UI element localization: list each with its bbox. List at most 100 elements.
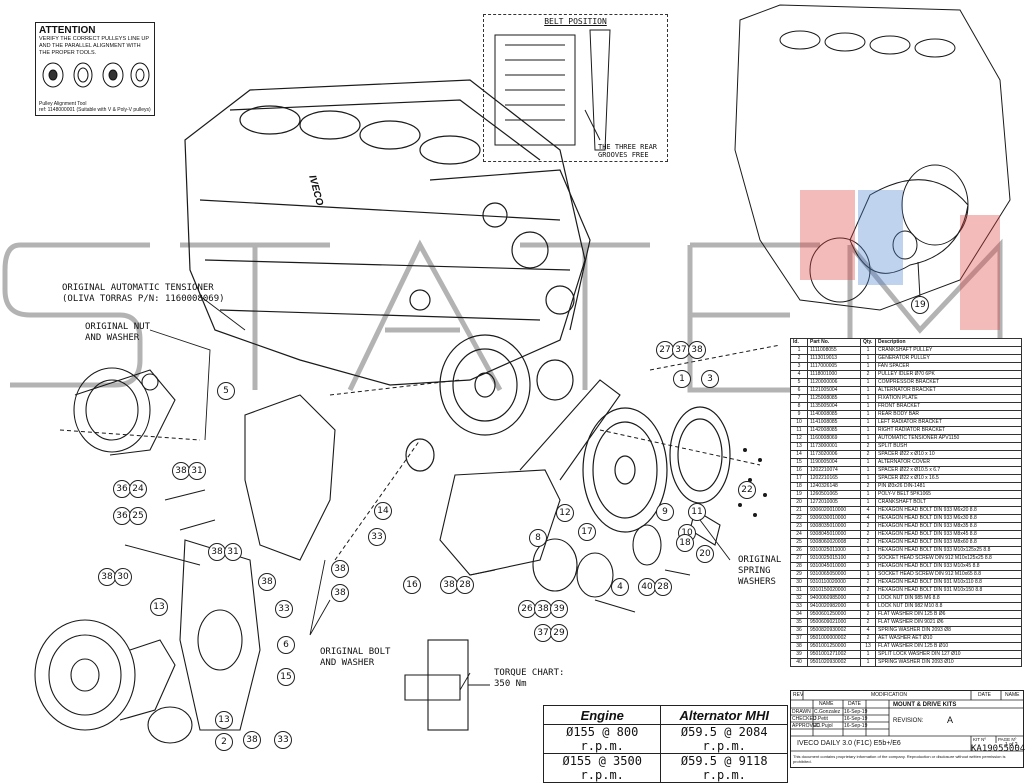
part-qty-cell: 1 [860, 410, 876, 419]
col-qty: Qty. [860, 338, 876, 347]
callout-12: 12 [556, 504, 574, 522]
part-qty-cell: 2 [860, 530, 876, 539]
callout-30: 30 [114, 568, 132, 586]
engine-block [184, 79, 591, 386]
callout-25: 25 [129, 507, 147, 525]
part-id-cell: 36 [790, 626, 808, 635]
part-number-cell: 9501020930002 [807, 658, 861, 667]
part-number-cell: 9306020010000 [807, 506, 861, 515]
part-number-cell: 9400060985000 [807, 594, 861, 603]
part-id-cell: 23 [790, 522, 808, 531]
part-qty-cell: 1 [860, 362, 876, 371]
callout-1: 1 [673, 370, 691, 388]
part-description-cell: HEXAGON HEAD BOLT DIN 931 M10x150 8.8 [875, 586, 1022, 595]
part-qty-cell: 1 [860, 378, 876, 387]
part-description-cell: SPLIT BUSH [875, 442, 1022, 451]
name-col-label: NAME [819, 701, 834, 707]
part-number-cell: 1173000001 [807, 442, 861, 451]
part-qty-cell: 1 [860, 434, 876, 443]
part-number-cell: 9501000000002 [807, 634, 861, 643]
page-label: PAGE Nº [998, 737, 1017, 742]
speed-cell: Ø59.5 @ 9118 r.p.m. [660, 753, 788, 783]
callout-13: 13 [150, 598, 168, 616]
part-description-cell: GENERATOR PULLEY [875, 354, 1022, 363]
part-description-cell: LEFT RADIATOR BRACKET [875, 418, 1022, 427]
callout-28: 28 [654, 578, 672, 596]
rev-label: REV [793, 692, 804, 698]
part-description-cell: SOCKET HEAD SCREW DIN 912 M10x65 8.8 [875, 570, 1022, 579]
part-qty-cell: 1 [860, 394, 876, 403]
spring-washers-note: ORIGINAL SPRING WASHERS [738, 555, 782, 587]
part-number-cell: 1202210165 [807, 474, 861, 483]
part-description-cell: HEXAGON HEAD BOLT DIN 933 M10x125x25 8.8 [875, 546, 1022, 555]
part-qty-cell: 2 [860, 586, 876, 595]
part-qty-cell: 6 [860, 602, 876, 611]
brackets [179, 379, 621, 731]
speed-cell: Ø155 @ 800 r.p.m. [542, 724, 662, 754]
callout-9: 9 [656, 503, 674, 521]
part-id-cell: 7 [790, 394, 808, 403]
callout-13: 13 [215, 711, 233, 729]
part-id-cell: 37 [790, 634, 808, 643]
belt-position-title: BELT POSITION [544, 17, 607, 26]
part-number-cell: 1240326148 [807, 482, 861, 491]
part-description-cell: SPACER Ø22 x Ø10 x 16.5 [875, 474, 1022, 483]
callout-38: 38 [331, 560, 349, 578]
part-number-cell: 9308035010000 [807, 522, 861, 531]
part-number-cell: 9310065050000 [807, 570, 861, 579]
part-number-cell: 9310045010000 [807, 562, 861, 571]
part-qty-cell: 1 [860, 546, 876, 555]
callout-38: 38 [208, 543, 226, 561]
category-label: MOUNT & DRIVE KITS [893, 702, 957, 708]
part-description-cell: HEXAGON HEAD BOLT DIN 931 M10x110 8.8 [875, 578, 1022, 587]
part-id-cell: 39 [790, 650, 808, 659]
assembled-view-highlight [800, 190, 1000, 330]
callout-3: 3 [701, 370, 719, 388]
name-label: NAME [1005, 692, 1020, 698]
part-qty-cell: 3 [860, 562, 876, 571]
part-number-cell: 1173020006 [807, 450, 861, 459]
part-qty-cell: 1 [860, 402, 876, 411]
drawn-label: DRAWN [792, 709, 811, 715]
part-description-cell: CRANKSHAFT BOLT [875, 498, 1022, 507]
callout-39: 39 [550, 600, 568, 618]
part-description-cell: PULLEY IDLER Ø70 6PK [875, 370, 1022, 379]
part-id-cell: 8 [790, 402, 808, 411]
part-qty-cell: 2 [860, 442, 876, 451]
revision-value: A [947, 715, 954, 725]
date-label: DATE [978, 692, 991, 698]
callout-33: 33 [275, 600, 293, 618]
tensioner-note: ORIGINAL AUTOMATIC TENSIONER (OLIVA TORR… [62, 283, 225, 304]
callout-11: 11 [688, 503, 706, 521]
part-description-cell: PIN Ø3x26 DIN-1481 [875, 482, 1022, 491]
part-description-cell: FLAT WASHER DIN 125 B Ø6 [875, 610, 1022, 619]
part-number-cell: 1120000006 [807, 378, 861, 387]
tool-caption: Pulley Alignment Tool [39, 101, 87, 107]
callout-14: 14 [374, 502, 392, 520]
part-number-cell: 9310025011000 [807, 546, 861, 555]
part-number-cell: 1142008085 [807, 426, 861, 435]
part-qty-cell: 1 [860, 418, 876, 427]
part-id-cell: 32 [790, 594, 808, 603]
part-number-cell: 1118001000 [807, 370, 861, 379]
part-number-cell: 9308060020008 [807, 538, 861, 547]
part-id-cell: 34 [790, 610, 808, 619]
callout-18: 18 [676, 534, 694, 552]
torque-chart-note: TORQUE CHART: 350 Nm [494, 668, 565, 689]
part-number-cell: 9306030010000 [807, 514, 861, 523]
